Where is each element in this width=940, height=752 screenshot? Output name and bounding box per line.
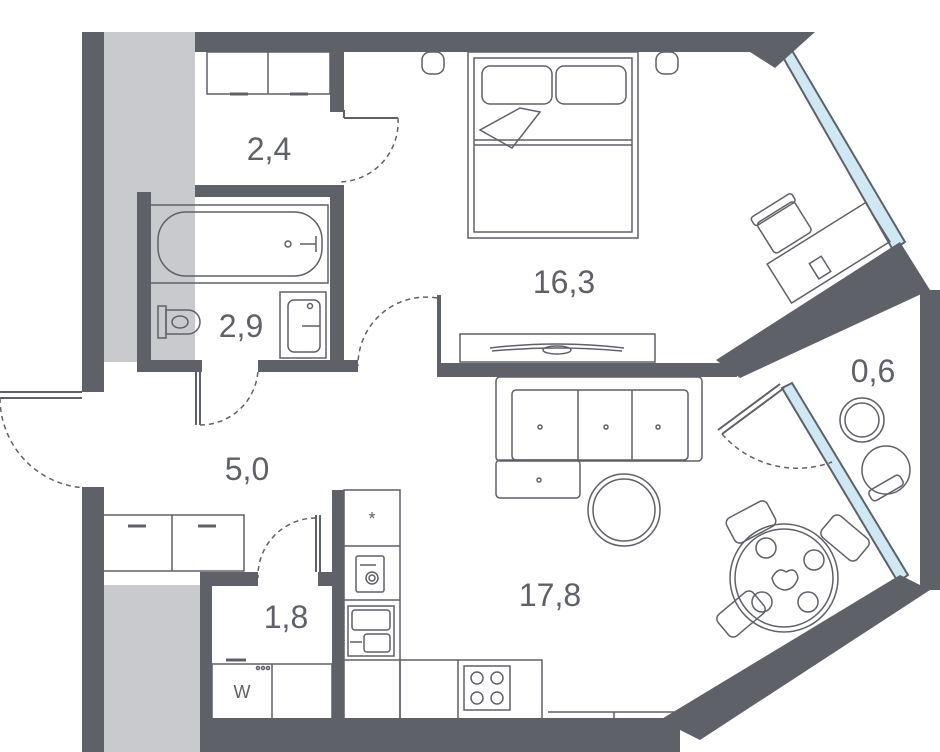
thin-lines: [0, 110, 785, 572]
area-balcony: 0,6: [851, 353, 895, 389]
freezer-mark: *: [368, 509, 375, 529]
door-bedroom: [357, 296, 438, 367]
desk-bedroom: [750, 193, 891, 305]
door-wardrobe: [337, 117, 399, 183]
washer-mark: W: [234, 682, 251, 702]
dining-set: [716, 500, 870, 638]
window-bedroom: [778, 45, 907, 252]
walls: [82, 32, 940, 752]
area-wardrobe: 2,4: [247, 131, 291, 167]
wardrobe-shelves: [206, 51, 331, 96]
door-swings: [0, 117, 833, 579]
area-hall: 5,0: [225, 451, 269, 487]
area-bathroom: 2,9: [219, 308, 263, 344]
balcony-furniture: [839, 397, 911, 502]
bed: [421, 51, 679, 239]
window-living: [780, 381, 910, 584]
toilet: [157, 305, 201, 339]
door-storage: [257, 517, 317, 579]
area-storage: 1,8: [264, 599, 308, 635]
storage-counter: [211, 658, 333, 721]
coffee-table: [587, 473, 661, 547]
kitchen: [343, 489, 680, 721]
bathtub: [149, 204, 329, 284]
washbasin: [279, 291, 327, 359]
area-bedroom: 16,3: [533, 264, 595, 300]
door-entrance: [0, 397, 89, 489]
door-bathroom: [199, 369, 259, 426]
tv-console: [459, 333, 656, 363]
hall-cabinet: [101, 514, 245, 572]
area-living-kitchen: 17,8: [519, 577, 581, 613]
shaft-bottom: [103, 585, 200, 752]
sofa: [495, 376, 703, 499]
